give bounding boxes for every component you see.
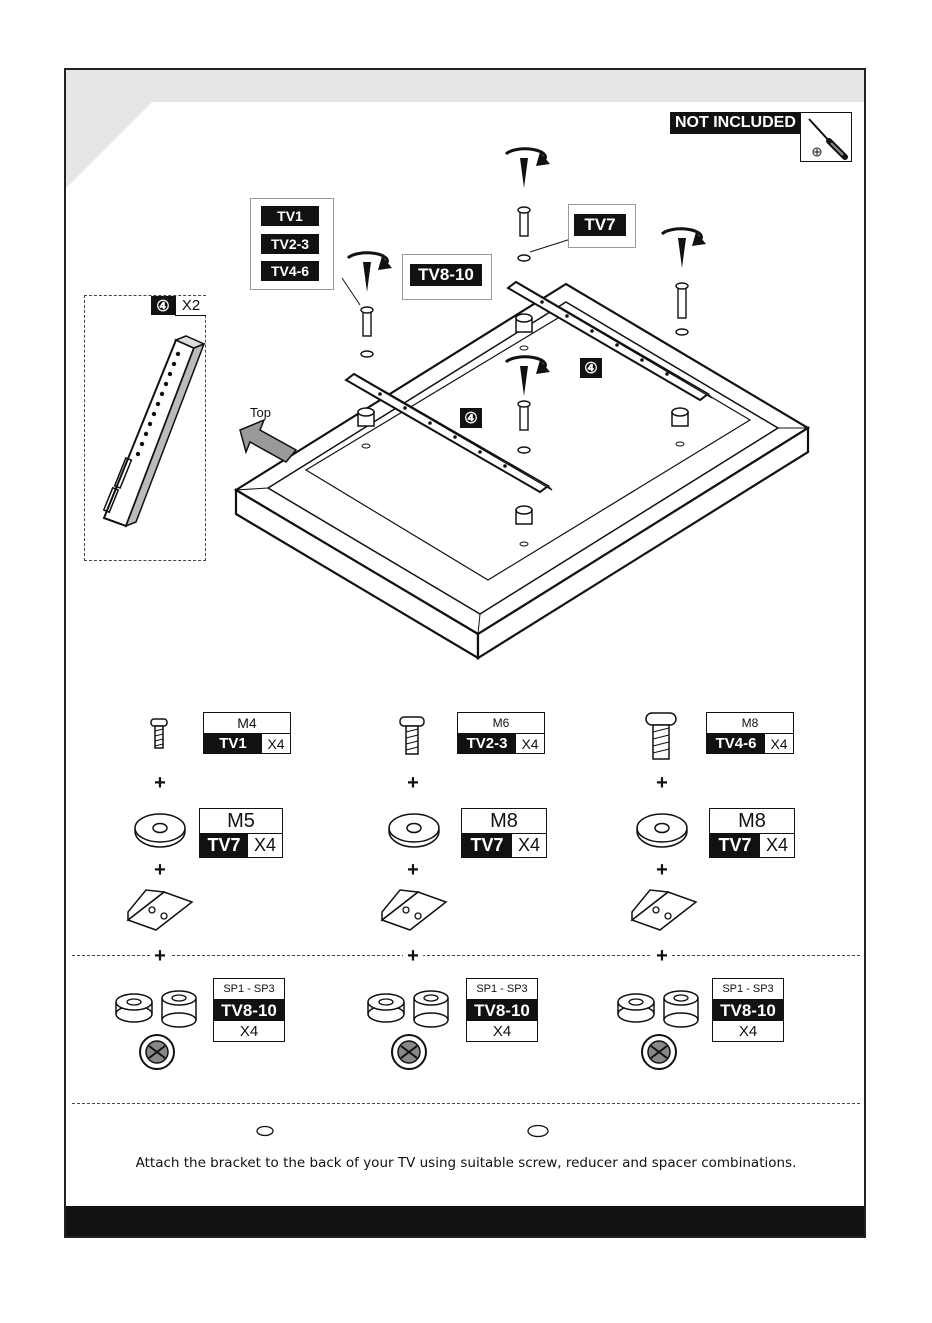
washer-icon (132, 810, 188, 850)
washer-qty-1: X4 (248, 834, 282, 857)
bracket-part-number: ④ (151, 296, 175, 315)
spacer-code-1: TV8-10 (214, 1000, 284, 1021)
plus-sign: + (403, 860, 423, 880)
spacer-range-1: SP1 - SP3 (214, 979, 284, 1000)
screw-m8-icon (644, 712, 680, 762)
plus-sign: + (150, 860, 170, 880)
label-tv7: TV7 (574, 214, 626, 236)
washer-code-3: TV7 (710, 834, 760, 857)
label-tv2-3: TV2-3 (261, 234, 319, 254)
screw-code-3: TV4-6 (707, 734, 765, 753)
spacer-qty-1: X4 (214, 1021, 284, 1041)
bracket-rail-illustration (90, 330, 205, 530)
header-band (66, 70, 864, 102)
spacer-range-3: SP1 - SP3 (713, 979, 783, 1000)
bracket-badge-right: ④ (580, 358, 602, 378)
screw-qty-1: X4 (262, 734, 290, 753)
bracket-badge-left: ④ (460, 408, 482, 428)
screw-m4-icon (148, 718, 172, 752)
plus-sign: + (652, 860, 672, 880)
spacer-code-3: TV8-10 (713, 1000, 783, 1021)
spacer-range-2: SP1 - SP3 (467, 979, 537, 1000)
screw-qty-2: X4 (516, 734, 544, 753)
washer-code-1: TV7 (200, 834, 248, 857)
screw-code-1: TV1 (204, 734, 262, 753)
spacer-code-2: TV8-10 (467, 1000, 537, 1021)
screw-size-1: M4 (204, 713, 290, 734)
washer-size-3: M8 (710, 809, 794, 834)
washer-icon (634, 810, 690, 850)
bracket-quantity: X2 (175, 296, 206, 316)
spacer-set-icon (366, 990, 456, 1072)
bracket-fragment-icon (628, 884, 698, 932)
plus-sign: + (403, 946, 423, 966)
plus-sign: + (150, 773, 170, 793)
not-included-label: NOT INCLUDED (670, 112, 801, 134)
top-direction-label: Top (250, 405, 271, 420)
plus-sign: + (652, 946, 672, 966)
spacer-qty-3: X4 (713, 1021, 783, 1041)
washer-code-2: TV7 (462, 834, 512, 857)
small-hole-icon (254, 1124, 276, 1138)
label-tv4-6: TV4-6 (261, 261, 319, 281)
page-corner-fold (66, 70, 166, 190)
section-divider (72, 955, 860, 956)
bracket-fragment-icon (124, 884, 194, 932)
section-divider (72, 1103, 860, 1104)
plus-sign: + (150, 946, 170, 966)
washer-qty-3: X4 (760, 834, 794, 857)
screw-size-2: M6 (458, 713, 544, 734)
washer-size-2: M8 (462, 809, 546, 834)
washer-size-1: M5 (200, 809, 282, 834)
spacer-set-icon (114, 990, 204, 1072)
screw-size-3: M8 (707, 713, 793, 734)
screw-m6-icon (398, 716, 428, 756)
washer-qty-2: X4 (512, 834, 546, 857)
screw-qty-3: X4 (765, 734, 793, 753)
footer-band (66, 1206, 864, 1236)
washer-icon (386, 810, 442, 850)
bracket-fragment-icon (378, 884, 448, 932)
plus-sign: + (652, 773, 672, 793)
label-tv8-10: TV8-10 (410, 264, 482, 286)
label-tv1: TV1 (261, 206, 319, 226)
screw-code-2: TV2-3 (458, 734, 516, 753)
instruction-text: Attach the bracket to the back of your T… (0, 1155, 932, 1171)
plus-sign: + (403, 773, 423, 793)
spacer-qty-2: X4 (467, 1021, 537, 1041)
large-hole-icon (525, 1123, 551, 1139)
spacer-set-icon (616, 990, 706, 1072)
